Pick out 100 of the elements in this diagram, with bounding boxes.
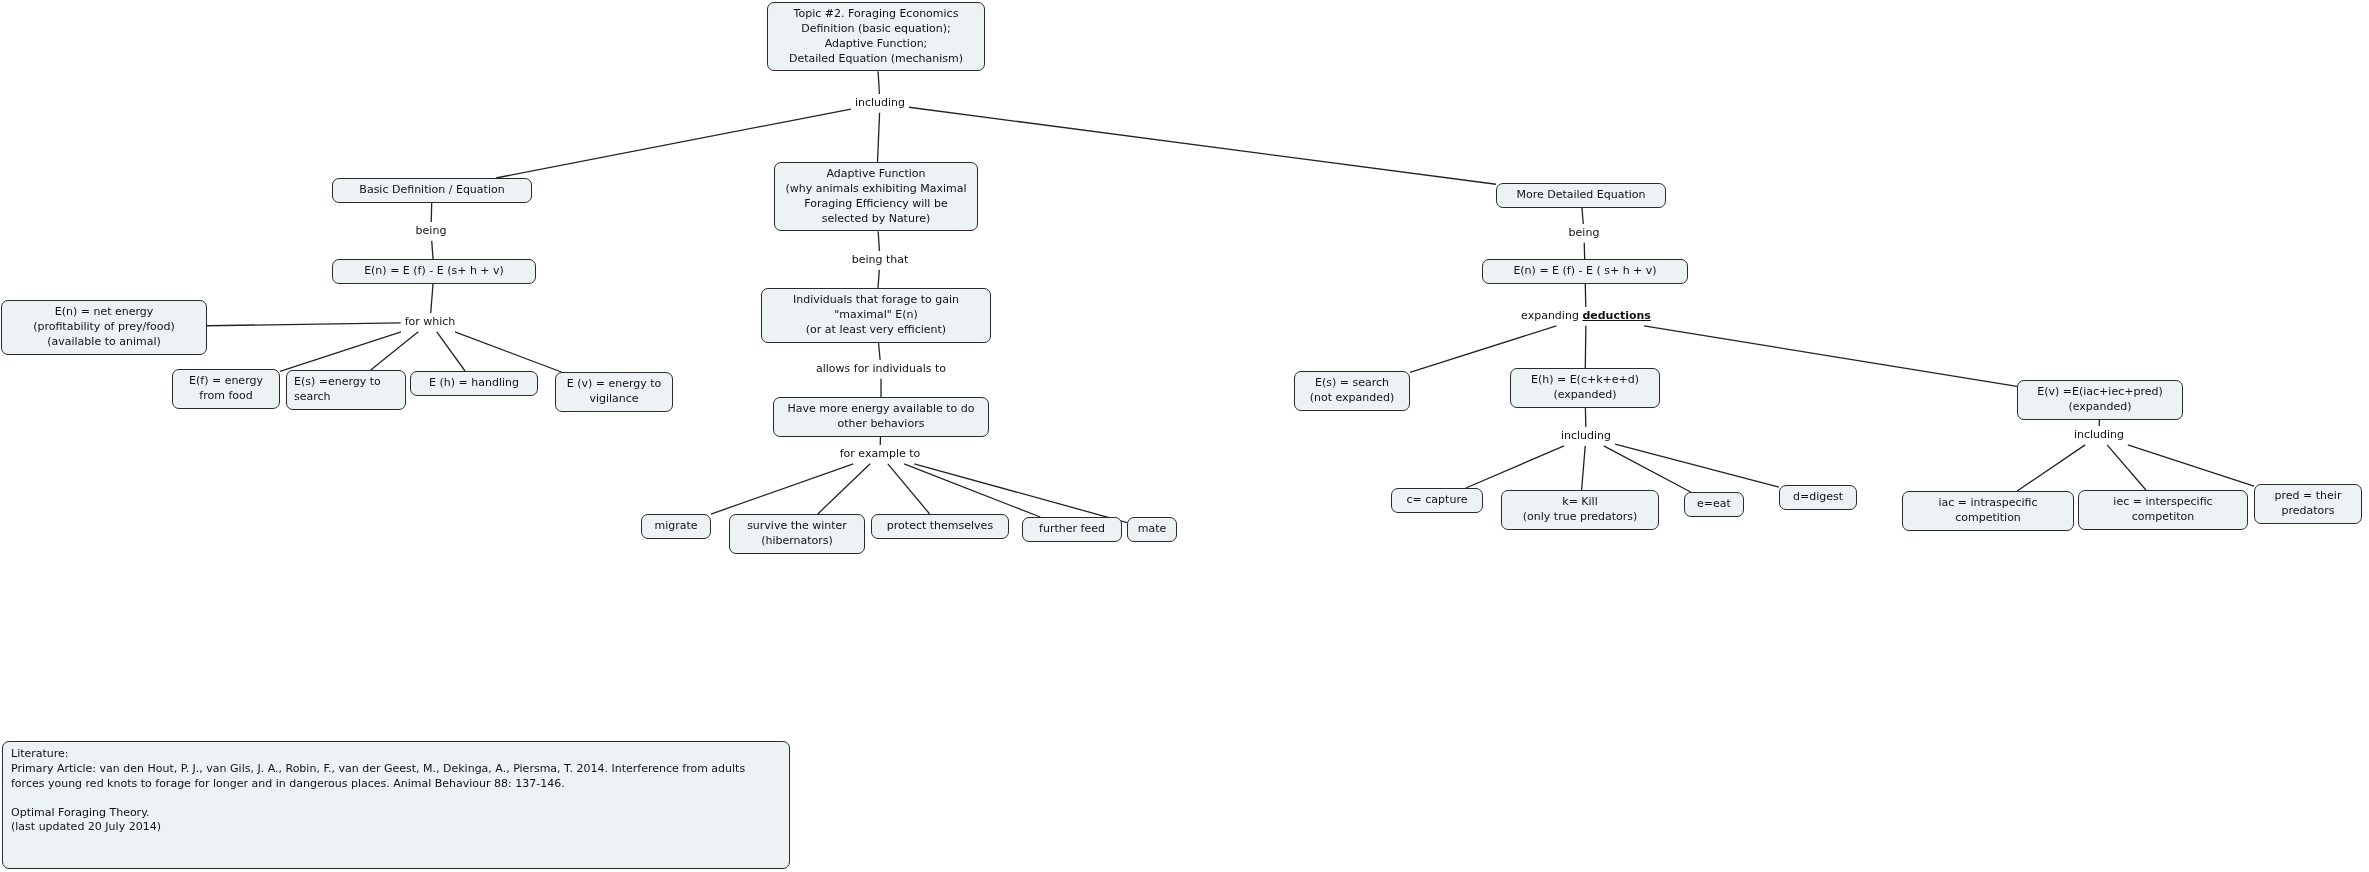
- connector-line: [430, 283, 434, 314]
- concept-text: E(v) =E(iac+iec+pred): [2036, 385, 2164, 400]
- concept-text: further feed: [1038, 522, 1106, 537]
- concept-box: [767, 2, 985, 72]
- concept-text: Detailed Equation (mechanism): [787, 51, 965, 67]
- concept-text: protect themselves: [885, 519, 995, 534]
- concept-box: [773, 397, 989, 437]
- concept-box: [555, 372, 673, 412]
- concept-text: Adaptive Function;: [823, 36, 929, 52]
- connector-line: [877, 341, 881, 361]
- connector-line: [817, 463, 871, 515]
- connector-line: [710, 463, 854, 515]
- connector-line: [887, 463, 931, 515]
- connector-line: [2127, 444, 2255, 487]
- connector-line: [1409, 325, 1558, 374]
- connector-line: [1603, 445, 1692, 493]
- connector-line: [1584, 325, 1587, 369]
- concept-text: E(s) = search: [1314, 376, 1390, 391]
- concept-box: [2078, 490, 2248, 530]
- reference-text: Optimal Foraging Theory.: [11, 805, 151, 821]
- concept-box: [1684, 492, 1744, 517]
- connector-line: [2098, 419, 2101, 427]
- connector-line: [1584, 283, 1587, 308]
- concept-text: E(h) = E(c+k+e+d): [1529, 373, 1641, 388]
- concept-text: Topic #2. Foraging Economics: [792, 7, 960, 22]
- connector-line: [903, 463, 1041, 518]
- concept-box: [1391, 488, 1483, 513]
- concept-text: E (h) = handling: [428, 376, 520, 391]
- connector-line: [2016, 444, 2086, 492]
- concept-box: [1482, 259, 1688, 284]
- concept-text: Have more energy available to do other behaviors: [786, 402, 976, 432]
- concept-box: [1022, 517, 1122, 542]
- concept-box: [1501, 490, 1659, 530]
- concept-box: [774, 162, 978, 232]
- concept-box: [286, 370, 406, 410]
- concept-box: [1127, 517, 1177, 542]
- concept-text: E(n) = E (f) - E ( s+ h + v): [1512, 264, 1658, 279]
- connector-line: [454, 331, 563, 373]
- concept-box: [410, 371, 538, 396]
- concept-box: [1294, 371, 1410, 411]
- linking-phrase: for example to: [837, 447, 923, 462]
- concept-box: [1496, 183, 1666, 208]
- linking-phrase: being: [413, 224, 449, 239]
- connector-line: [877, 269, 880, 289]
- reference-box: [2, 741, 790, 869]
- connector-line: [2106, 444, 2147, 491]
- concept-box: [1, 300, 207, 355]
- concept-text: (only true predators): [1521, 509, 1639, 525]
- connector-line: [495, 108, 852, 179]
- concept-box: [641, 514, 711, 539]
- concept-text: E(n) = net energy: [53, 305, 155, 320]
- concept-text: iac = intraspecific competition: [1937, 496, 2039, 526]
- concept-box: [2017, 380, 2183, 420]
- connector-line: [436, 331, 466, 372]
- concept-box: [172, 369, 280, 409]
- concept-text: (expanded): [2067, 399, 2133, 415]
- connector-line: [279, 331, 402, 372]
- concept-text: E (v) = energy to vigilance: [565, 377, 663, 407]
- linking-phrase: being: [1566, 226, 1602, 241]
- concept-box: [2254, 484, 2362, 524]
- connector-line: [206, 322, 402, 327]
- concept-text: E(n) = E (f) - E (s+ h + v): [363, 264, 505, 279]
- concept-text: (why animals exhibiting Maximal Foraging Efficiency will be selected by Nature): [784, 181, 968, 227]
- concept-text: pred = their predators: [2273, 489, 2343, 519]
- connector-line: [431, 240, 434, 260]
- connector-line: [1581, 207, 1584, 225]
- concept-box: [1902, 491, 2074, 531]
- connector-line: [430, 202, 433, 223]
- concept-text: d=digest: [1791, 490, 1844, 505]
- concept-text: (available to animal): [46, 334, 162, 350]
- concept-text: k= Kill: [1561, 495, 1599, 510]
- connector-line: [877, 70, 881, 95]
- connector-line: [880, 378, 882, 398]
- connector-line: [876, 112, 881, 163]
- reference-text: Literature:: [11, 747, 70, 762]
- concept-box: [1510, 368, 1660, 408]
- reference-text: Primary Article: van den Hout, P. J., van Gils, J. A., Robin, F., van der Geest, M., Dekinga, A., Piersma, T. 2014. Interference from adults forces young red knots to forage for longer and in dangerous places. Animal Behaviour 88: 137-146.: [11, 761, 747, 792]
- connector-line: [908, 106, 1497, 185]
- connector-line: [877, 230, 881, 252]
- concept-text: (profitability of prey/food): [32, 319, 176, 335]
- concept-text: e=eat: [1696, 497, 1732, 512]
- concept-text: (or at least very efficient): [804, 322, 948, 338]
- concept-text: survive the winter: [746, 519, 848, 534]
- concept-box: [1779, 485, 1857, 510]
- connector-line: [1614, 443, 1780, 488]
- concept-text: (not expanded): [1308, 390, 1396, 406]
- concept-text: iec = interspecific competiton: [2112, 495, 2214, 525]
- concept-box: [871, 514, 1009, 539]
- concept-box: [761, 288, 991, 343]
- concept-box: [332, 178, 532, 203]
- concept-box: [729, 514, 865, 554]
- concept-text: (hibernators): [760, 533, 834, 549]
- connector-line: [913, 463, 1128, 524]
- linking-phrase: expanding deductions: [1519, 309, 1653, 324]
- connector-line: [1584, 407, 1587, 428]
- linking-phrase: being that: [849, 253, 911, 268]
- concept-text: E(s) =energy to search: [294, 375, 382, 405]
- connector-line: [1465, 445, 1565, 489]
- concept-text: Definition (basic equation);: [800, 21, 952, 37]
- concept-text: Adaptive Function: [825, 167, 927, 182]
